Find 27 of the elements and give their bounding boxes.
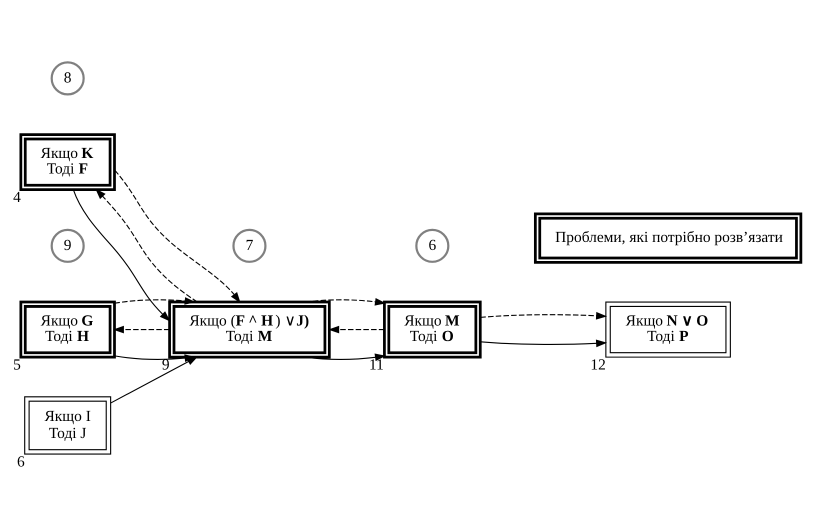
arrow <box>480 339 608 347</box>
arrow <box>114 296 196 304</box>
node-label: 6 <box>16 452 25 470</box>
node-label: 12 <box>590 356 606 373</box>
arrow <box>305 297 386 306</box>
node-circle: 9 <box>50 228 85 262</box>
node-box: Якщо (F ^ H) ∨J) Тоді M <box>168 300 331 358</box>
arrow <box>112 325 170 333</box>
node-box: Якщо M Тоді O <box>383 300 482 358</box>
arrow <box>328 325 384 333</box>
node-box: Якщо G Тоді H <box>19 300 116 358</box>
arrow <box>110 356 198 403</box>
node-label: 9 <box>162 356 170 373</box>
arrow <box>480 311 608 320</box>
node-box: Якщо N ∨ O Тоді P <box>605 300 731 358</box>
node-label: 5 <box>13 356 21 373</box>
node-circle: 6 <box>415 228 450 262</box>
node-label: 11 <box>368 356 384 373</box>
arrow <box>72 189 170 322</box>
arrow <box>114 169 241 303</box>
node-box: Якщо I Тоді J <box>24 396 112 454</box>
node-label: 4 <box>13 188 21 206</box>
node-circle: 7 <box>232 228 267 262</box>
node-box: Якщо K Тоді F <box>19 132 116 191</box>
node-circle: 8 <box>50 60 85 95</box>
arrow <box>305 353 386 361</box>
node-box: Проблеми, які потрібно розв’язати <box>534 212 802 264</box>
